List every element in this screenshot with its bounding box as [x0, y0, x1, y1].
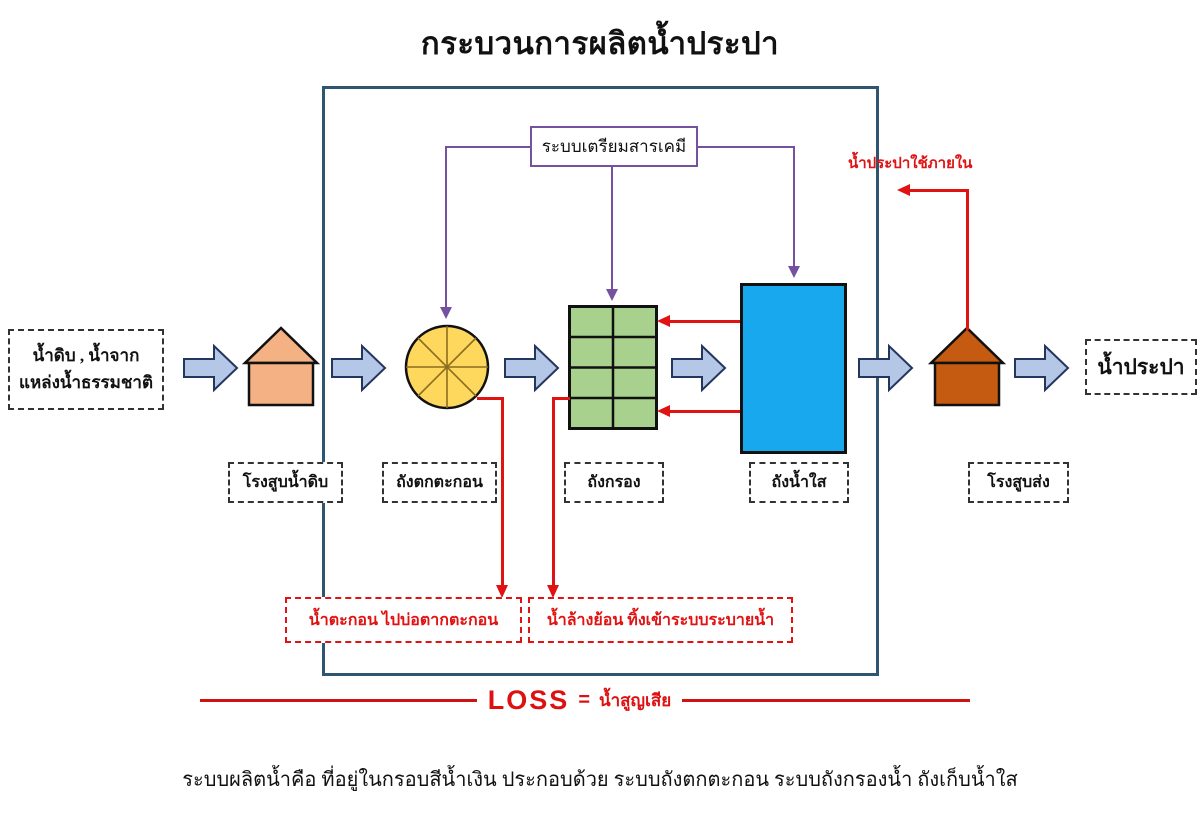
tap-water-output-label: น้ำประปา	[1097, 354, 1185, 379]
loss-line-right	[682, 699, 970, 702]
sludge-waste-box: น้ำตะกอน ไปบ่อตากตะกอน	[285, 597, 522, 643]
label-transmission-pump-text: โรงสูบส่ง	[987, 474, 1050, 491]
flow-arrow-4-icon	[671, 343, 727, 393]
loss-legend: LOSS = น้ำสูญเสีย	[477, 680, 682, 720]
label-raw-pump-text: โรงสูบน้ำดิบ	[242, 474, 329, 491]
backwash-line-top	[668, 320, 740, 323]
backwash-waste-box: น้ำล้างย้อน ทิ้งเข้าระบบระบายน้ำ	[528, 597, 793, 643]
loss-word: LOSS	[487, 684, 570, 715]
label-clear-water-text: ถังน้ำใส	[771, 474, 827, 491]
label-sedimentation: ถังตกตะกอน	[382, 462, 497, 503]
clear-water-tank-icon	[740, 283, 847, 454]
sludge-drain-horizontal	[477, 397, 503, 400]
transmission-pump-house-icon	[928, 326, 1006, 407]
raw-water-source-line2: แหล่งน้ำธรรมชาติ	[18, 372, 154, 392]
label-transmission-pump: โรงสูบส่ง	[968, 462, 1069, 503]
flow-arrow-6-icon	[1014, 343, 1070, 393]
arrowhead-backwash-top-icon	[657, 315, 670, 327]
label-sedimentation-text: ถังตกตะกอน	[396, 474, 483, 491]
arrowhead-chemical-sedimentation-icon	[440, 307, 452, 319]
raw-water-source-box: น้ำดิบ , น้ำจาก แหล่งน้ำธรรมชาติ	[8, 329, 164, 410]
chemical-preparation-box: ระบบเตรียมสารเคมี	[530, 126, 698, 167]
caption: ระบบผลิตน้ำคือ ที่อยู่ในกรอบสีน้ำเงิน ปร…	[182, 769, 1018, 791]
chemical-feed-line-left-horizontal	[445, 146, 530, 148]
internal-use-line-horizontal	[910, 189, 968, 192]
page-title: กระบวนการผลิตน้ำประปา	[420, 26, 780, 61]
chemical-feed-line-clear-water	[793, 146, 795, 266]
arrowhead-chemical-filter-icon	[606, 289, 618, 301]
filter-tank-icon	[568, 305, 658, 430]
chemical-feed-line-filter	[611, 163, 613, 289]
backwash-waste-text: น้ำล้างย้อน ทิ้งเข้าระบบระบายน้ำ	[546, 611, 775, 629]
chemical-preparation-label: ระบบเตรียมสารเคมี	[541, 137, 687, 156]
arrowhead-sludge-drain-icon	[496, 585, 508, 598]
flow-arrow-2-icon	[331, 343, 387, 393]
raw-water-source-line1: น้ำดิบ , น้ำจาก	[32, 346, 140, 366]
production-system-frame	[322, 86, 879, 676]
label-filter-text: ถังกรอง	[587, 474, 641, 491]
backwash-drain-vertical	[552, 397, 555, 585]
arrowhead-backwash-bottom-icon	[657, 405, 670, 417]
sludge-waste-text: น้ำตะกอน ไปบ่อตากตะกอน	[308, 611, 499, 629]
arrowhead-backwash-drain-icon	[547, 585, 559, 598]
label-raw-pump: โรงสูบน้ำดิบ	[228, 462, 343, 503]
flow-arrow-5-icon	[858, 343, 914, 393]
flow-arrow-3-icon	[504, 343, 560, 393]
label-filter: ถังกรอง	[564, 462, 664, 503]
backwash-line-bottom	[668, 410, 740, 413]
loss-equals: =	[578, 688, 590, 711]
flow-arrow-1-icon	[183, 343, 239, 393]
internal-use-label: น้ำประปาใช้ภายใน	[848, 156, 973, 172]
backwash-drain-horizontal	[552, 397, 570, 400]
internal-use-line-vertical	[966, 189, 969, 330]
chemical-feed-line-right-horizontal	[694, 146, 795, 148]
tap-water-output-box: น้ำประปา	[1085, 339, 1197, 395]
arrowhead-internal-use-icon	[897, 184, 910, 196]
loss-thai: น้ำสูญเสีย	[599, 690, 672, 710]
label-clear-water: ถังน้ำใส	[749, 462, 849, 503]
loss-line-left	[200, 699, 477, 702]
arrowhead-chemical-clear-water-icon	[788, 266, 800, 278]
sludge-drain-vertical	[501, 397, 504, 585]
sedimentation-tank-icon	[404, 324, 490, 410]
raw-pump-house-icon	[242, 326, 320, 407]
chemical-feed-line-sedimentation	[445, 146, 447, 307]
